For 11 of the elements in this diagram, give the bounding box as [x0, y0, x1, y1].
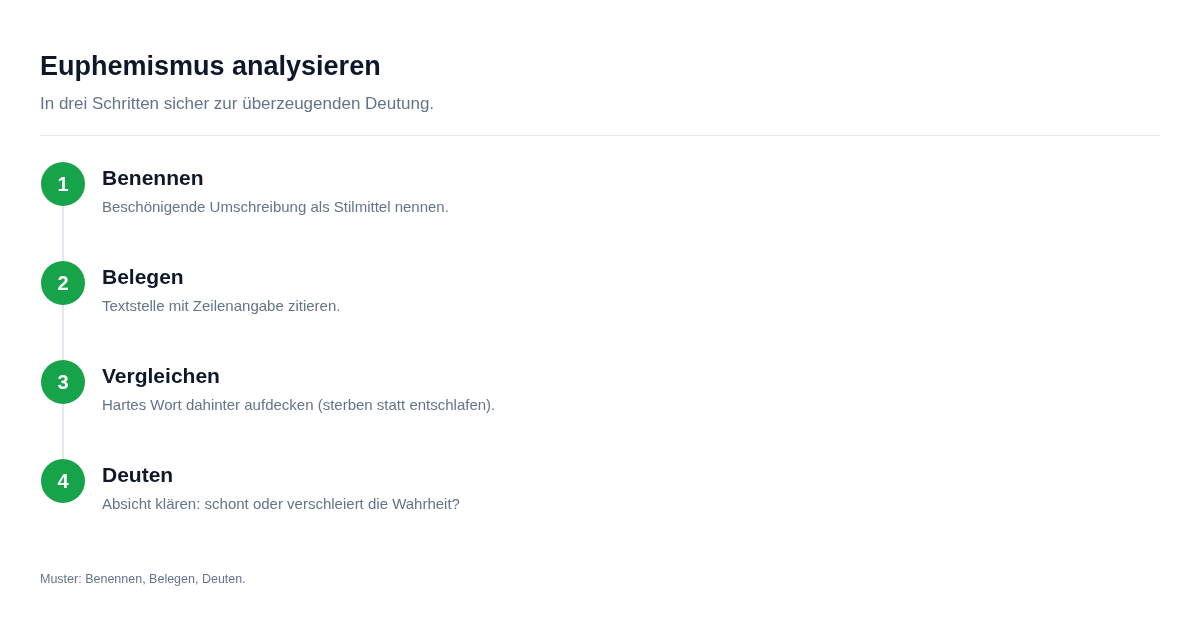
step-heading: Vergleichen — [102, 363, 220, 389]
title: Euphemismus analysieren — [40, 50, 381, 83]
step-heading: Benennen — [102, 165, 204, 191]
step-description: Textstelle mit Zeilenangabe zitieren. — [102, 296, 341, 316]
step-heading: Deuten — [102, 462, 174, 488]
subtitle: In drei Schritten sicher zur überzeugenden Deutung. — [40, 93, 435, 115]
step-description: Hartes Wort dahinter aufdecken (sterben statt entschlafen). — [102, 395, 496, 415]
step-heading: Belegen — [102, 264, 184, 290]
step-description: Absicht klären: schont oder verschleiert die Wahrheit? — [102, 494, 460, 514]
step-description: Beschönigende Umschreibung als Stilmittel nennen. — [102, 197, 449, 217]
footnote: Muster: Benennen, Belegen, Deuten. — [40, 571, 246, 587]
